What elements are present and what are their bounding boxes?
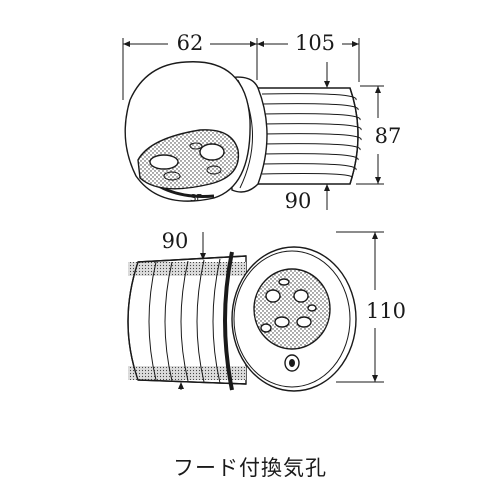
dim-110: 110: [336, 231, 406, 383]
hood-label: SF: [190, 193, 202, 204]
caption: フード付換気孔: [173, 456, 327, 480]
dim-87-label: 87: [375, 124, 402, 148]
dim-105: 105: [257, 31, 360, 82]
dim-87: 87: [356, 85, 402, 185]
top-pipe-body: [249, 87, 362, 185]
dim-105-label: 105: [295, 31, 335, 55]
dim-62-label: 62: [177, 31, 204, 55]
top-vent-view: SF 62 105 87: [122, 31, 402, 213]
dim-62: 62: [122, 31, 258, 100]
dim-90-top: 90: [285, 62, 330, 213]
vent-face: [223, 246, 357, 392]
dim-90-top-label: 90: [285, 189, 312, 213]
bottom-vent-view: 90 110: [127, 229, 406, 392]
dim-90-bottom: 90: [162, 229, 206, 390]
dim-110-label: 110: [366, 299, 406, 323]
bottom-pipe-body: [127, 255, 247, 385]
dim-90-bottom-label: 90: [162, 229, 189, 253]
hood-opening: [137, 129, 240, 190]
